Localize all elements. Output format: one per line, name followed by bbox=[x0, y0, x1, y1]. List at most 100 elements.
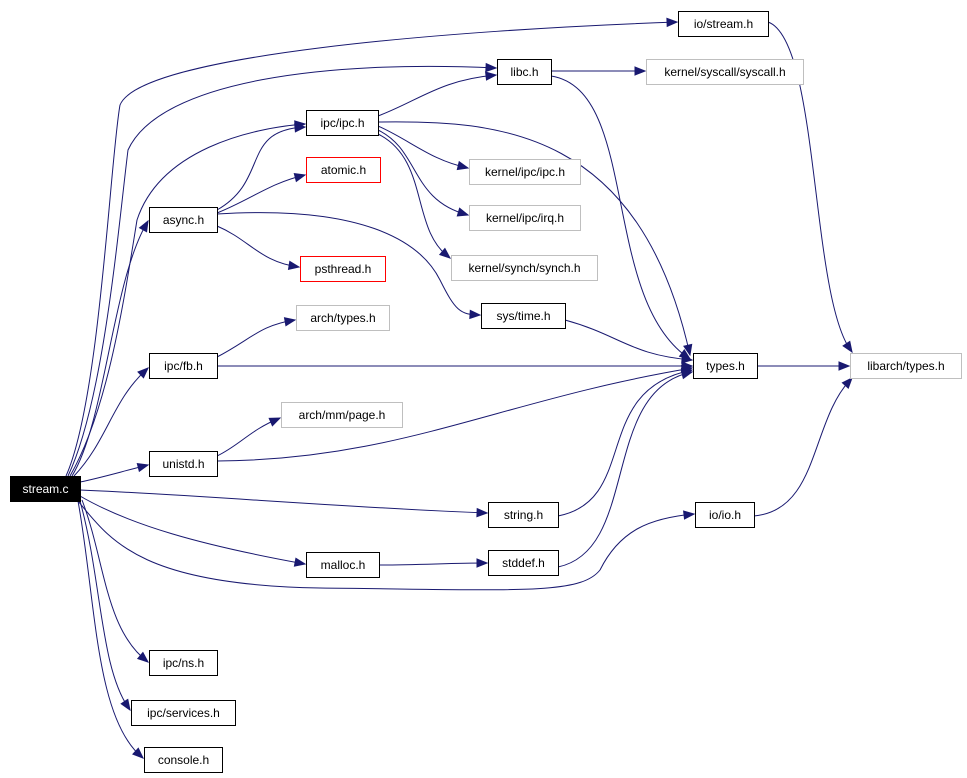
node-label: kernel/ipc/ipc.h bbox=[485, 165, 565, 179]
edge-stream-c-to-async-h bbox=[71, 219, 149, 477]
node-kernel-ipc-irq-h[interactable]: kernel/ipc/irq.h bbox=[469, 205, 581, 231]
edge-sys-time-h-to-types-h bbox=[564, 319, 694, 364]
arrowhead-icon bbox=[438, 247, 452, 259]
node-label: io/stream.h bbox=[694, 17, 753, 31]
edge-line bbox=[767, 21, 853, 353]
arrowhead-icon bbox=[666, 17, 679, 28]
node-label: libarch/types.h bbox=[867, 359, 944, 373]
node-label: atomic.h bbox=[321, 163, 366, 177]
edge-line bbox=[557, 371, 693, 568]
edge-line bbox=[216, 174, 306, 214]
edge-line bbox=[81, 499, 149, 663]
arrowhead-icon bbox=[136, 651, 150, 663]
node-box bbox=[306, 110, 379, 136]
node-box bbox=[646, 59, 804, 85]
edge-types-h-to-libarch-types-h bbox=[757, 361, 851, 371]
node-console-h[interactable]: console.h bbox=[144, 747, 223, 773]
node-ipc-services-h[interactable]: ipc/services.h bbox=[131, 700, 236, 726]
node-sys-time-h[interactable]: sys/time.h bbox=[481, 303, 566, 329]
node-kernel-ipc-ipc-h[interactable]: kernel/ipc/ipc.h bbox=[469, 159, 581, 185]
edge-io-stream-h-to-libarch-types-h bbox=[767, 21, 853, 354]
edge-stream-c-to-unistd-h bbox=[79, 463, 150, 483]
arrowhead-icon bbox=[136, 463, 150, 473]
node-label: sys/time.h bbox=[496, 309, 550, 323]
edge-stream-c-to-libc-h bbox=[67, 62, 498, 477]
node-arch-types-h[interactable]: arch/types.h bbox=[296, 305, 390, 331]
node-ipc-ipc-h[interactable]: ipc/ipc.h bbox=[306, 110, 379, 136]
arrowhead-icon bbox=[842, 340, 853, 354]
arrowhead-icon bbox=[485, 71, 498, 81]
node-string-h[interactable]: string.h bbox=[488, 502, 559, 528]
arrowhead-icon bbox=[132, 747, 144, 759]
node-box bbox=[149, 207, 218, 233]
edge-line bbox=[216, 212, 481, 316]
edge-line bbox=[77, 500, 695, 591]
arrowhead-icon bbox=[268, 417, 282, 427]
edge-line bbox=[377, 74, 497, 117]
edge-stream-c-to-io-io-h bbox=[77, 500, 696, 591]
arrowhead-icon bbox=[469, 309, 482, 320]
node-label: malloc.h bbox=[321, 558, 366, 572]
edge-string-h-to-types-h bbox=[557, 367, 694, 517]
node-box bbox=[497, 59, 552, 85]
node-types-h[interactable]: types.h bbox=[693, 353, 758, 379]
node-unistd-h[interactable]: unistd.h bbox=[149, 451, 218, 477]
edge-line bbox=[77, 500, 144, 759]
node-box bbox=[149, 353, 218, 379]
node-ipc-ns-h[interactable]: ipc/ns.h bbox=[149, 650, 218, 676]
node-box bbox=[296, 305, 390, 331]
arrowhead-icon bbox=[680, 370, 694, 380]
node-psthread-h[interactable]: psthread.h bbox=[300, 256, 386, 282]
edge-ipc-fb-h-to-types-h bbox=[217, 361, 694, 371]
edge-line bbox=[377, 133, 451, 259]
node-malloc-h[interactable]: malloc.h bbox=[306, 552, 380, 578]
arrowhead-icon bbox=[634, 66, 647, 76]
node-label: kernel/syscall/syscall.h bbox=[664, 65, 785, 79]
edge-ipc-fb-h-to-arch-types-h bbox=[216, 317, 297, 358]
node-box bbox=[469, 205, 581, 231]
edge-libc-h-to-kernel-syscall-h bbox=[551, 66, 647, 76]
edge-io-io-h-to-libarch-types-h bbox=[753, 376, 853, 517]
edge-line bbox=[67, 65, 497, 477]
arrowhead-icon bbox=[293, 557, 307, 567]
edge-ipc-ipc-h-to-kernel-ipc-irq-h bbox=[377, 129, 470, 217]
edge-line bbox=[564, 319, 693, 361]
node-arch-mm-page-h[interactable]: arch/mm/page.h bbox=[281, 402, 403, 428]
edge-stream-c-to-ipc-services-h bbox=[79, 500, 131, 712]
node-label: kernel/ipc/irq.h bbox=[486, 211, 564, 225]
node-box bbox=[488, 502, 559, 528]
edge-line bbox=[377, 125, 469, 169]
node-async-h[interactable]: async.h bbox=[149, 207, 218, 233]
node-ipc-fb-h[interactable]: ipc/fb.h bbox=[149, 353, 218, 379]
edge-ipc-ipc-h-to-libc-h bbox=[377, 71, 498, 117]
node-io-stream-h[interactable]: io/stream.h bbox=[678, 11, 769, 37]
arrowhead-icon bbox=[137, 367, 149, 379]
edge-ipc-ipc-h-to-kernel-ipc-ipc-h bbox=[377, 125, 470, 171]
node-libc-h[interactable]: libc.h bbox=[497, 59, 552, 85]
node-kernel-synch-h[interactable]: kernel/synch/synch.h bbox=[451, 255, 598, 281]
node-kernel-syscall-h[interactable]: kernel/syscall/syscall.h bbox=[646, 59, 804, 85]
node-box bbox=[695, 502, 755, 528]
node-box bbox=[850, 353, 962, 379]
edge-line bbox=[65, 21, 678, 477]
edge-stream-c-to-ipc-fb-h bbox=[73, 367, 149, 477]
arrowhead-icon bbox=[120, 698, 131, 712]
edge-line bbox=[557, 369, 693, 517]
node-label: psthread.h bbox=[315, 262, 372, 276]
arrowhead-icon bbox=[456, 160, 470, 171]
edge-async-h-to-sys-time-h bbox=[216, 212, 482, 320]
edge-stream-c-to-console-h bbox=[77, 500, 144, 759]
node-libarch-types-h[interactable]: libarch/types.h bbox=[850, 353, 962, 379]
edge-line bbox=[216, 126, 306, 211]
node-label: stream.c bbox=[22, 482, 68, 496]
node-io-io-h[interactable]: io/io.h bbox=[695, 502, 755, 528]
node-box bbox=[306, 157, 381, 183]
node-stddef-h[interactable]: stddef.h bbox=[488, 550, 559, 576]
edge-line bbox=[79, 489, 488, 514]
node-label: kernel/synch/synch.h bbox=[468, 261, 580, 275]
arrowhead-icon bbox=[293, 173, 307, 183]
node-box bbox=[481, 303, 566, 329]
edge-stream-c-to-malloc-h bbox=[79, 495, 307, 567]
node-atomic-h[interactable]: atomic.h bbox=[306, 157, 381, 183]
edge-async-h-to-ipc-ipc-h bbox=[216, 123, 307, 211]
